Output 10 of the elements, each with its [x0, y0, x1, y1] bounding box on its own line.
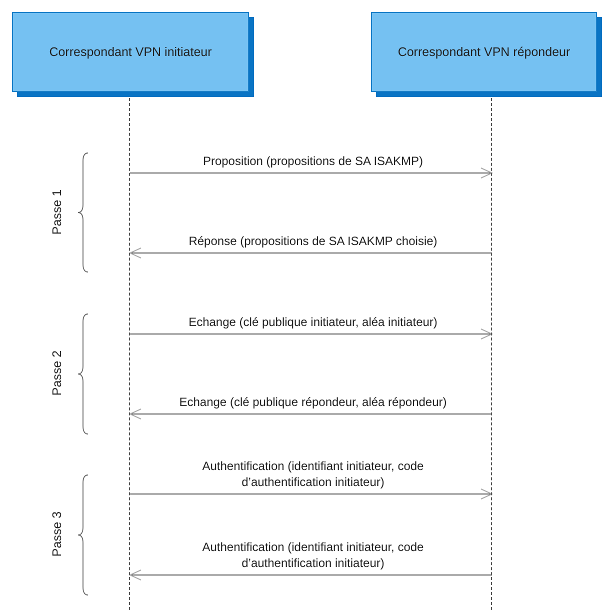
message-arrow — [130, 408, 492, 420]
message-arrow — [130, 488, 492, 500]
participant-name: Correspondant VPN initiateur — [49, 45, 212, 59]
message-arrow — [130, 328, 492, 340]
participant-name: Correspondant VPN répondeur — [398, 45, 570, 59]
phase-label: Passe 1 — [50, 188, 64, 236]
message-arrow — [130, 168, 492, 178]
phase-label: Passe 2 — [50, 349, 64, 398]
message-arrow — [130, 570, 492, 580]
phase-label: Passe 3 — [50, 510, 64, 559]
